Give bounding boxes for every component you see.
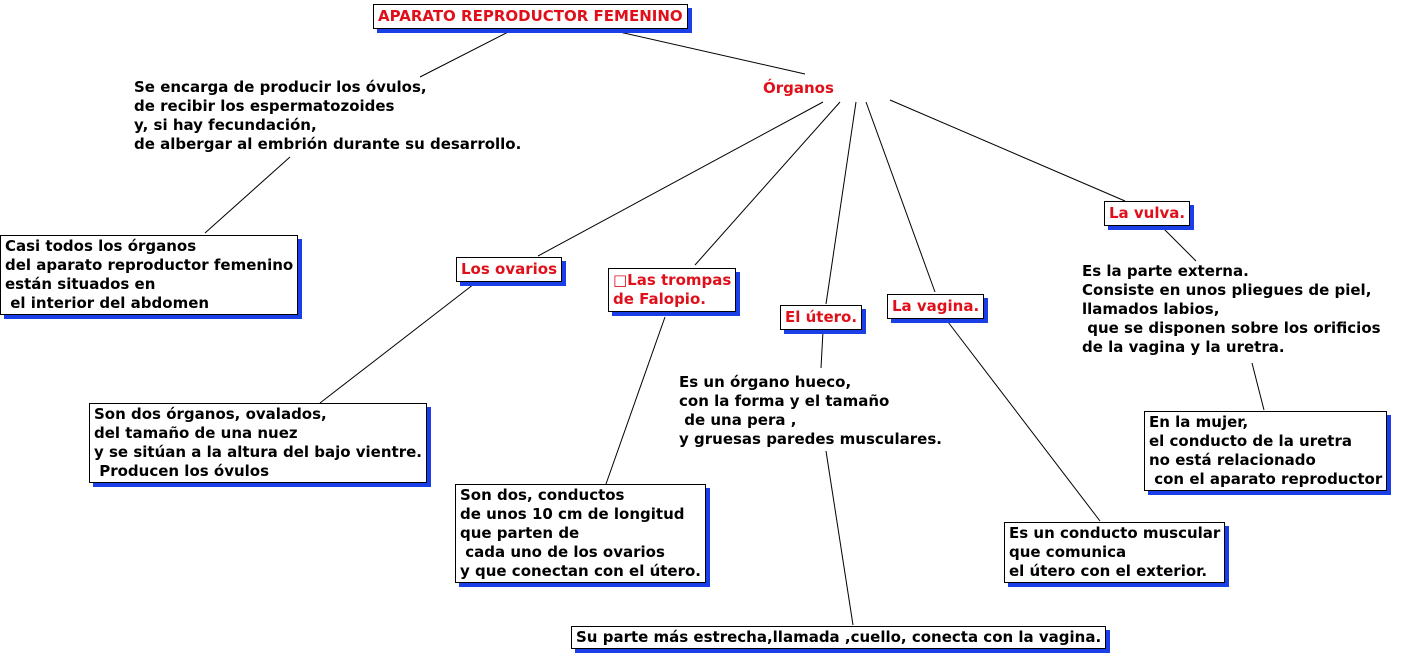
ovarios-label: Los ovarios (456, 257, 562, 282)
vulva-text: Es la parte externa. Consiste en unos pl… (1082, 262, 1381, 356)
link-ovarios-box (319, 283, 475, 404)
link-function-abdomen (204, 156, 291, 234)
link-organos-vulva (889, 99, 1126, 202)
utero-label: El útero. (780, 305, 863, 330)
vulva-label: La vulva. (1104, 201, 1191, 226)
link-organos-utero (825, 101, 857, 305)
trompas-description-box: Son dos, conductos de unos 10 cm de long… (455, 484, 707, 583)
utero-text: Es un órgano hueco, con la forma y el ta… (679, 373, 942, 448)
abdomen-box: Casi todos los órganos del aparato repro… (0, 235, 299, 315)
link-vulva-uretra (1251, 362, 1265, 411)
function-text: Se encarga de producir los óvulos, de re… (134, 78, 522, 153)
link-trompas-box (605, 316, 666, 485)
link-organos-vagina (865, 101, 936, 293)
vagina-description-box: Es un conducto muscular que comunica el … (1004, 522, 1226, 583)
link-title-function (419, 30, 511, 78)
link-vulva-text (1163, 228, 1197, 262)
uretra-box: En la mujer, el conducto de la uretra no… (1144, 411, 1388, 491)
link-utero-text (820, 330, 824, 369)
link-organos-trompas (694, 101, 841, 266)
link-title-organos (614, 30, 806, 75)
organos-label: Órganos (763, 79, 834, 97)
link-utero-cuello (825, 450, 854, 626)
trompas-label: □Las trompas de Falopio. (608, 268, 737, 312)
cuello-box: Su parte más estrecha,llamada ,cuello, c… (571, 626, 1107, 649)
title-box: APARATO REPRODUCTOR FEMENINO (373, 4, 688, 29)
vagina-label: La vagina. (887, 294, 985, 319)
link-vagina-box (947, 321, 1101, 522)
link-organos-ovarios (537, 101, 824, 257)
ovarios-description-box: Son dos órganos, ovalados, del tamaño de… (89, 403, 427, 483)
